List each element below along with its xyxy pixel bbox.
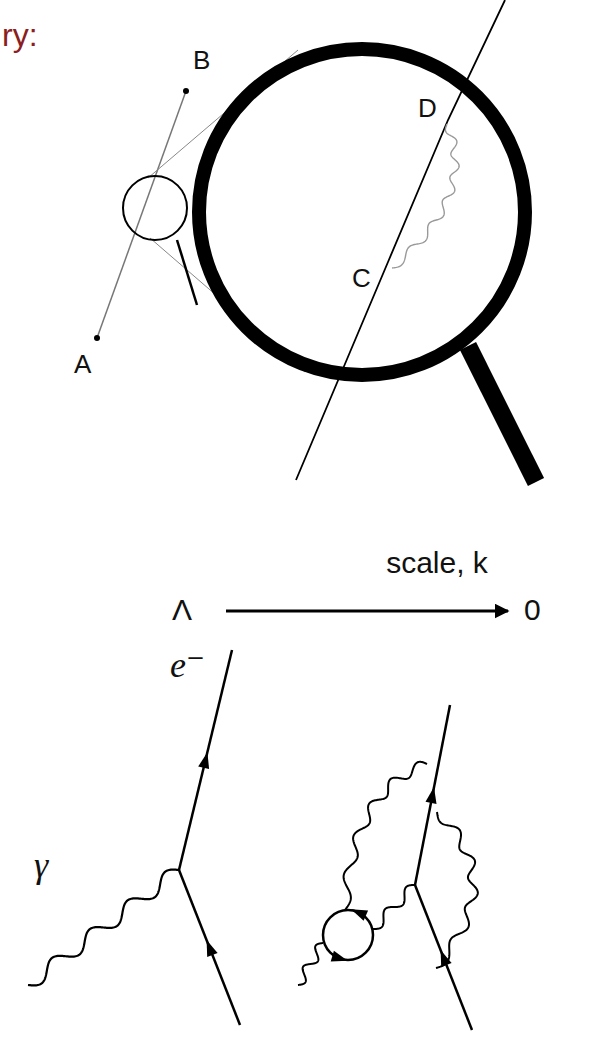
arrowhead (351, 909, 368, 921)
scale-label: scale, k (386, 546, 488, 579)
photon-wave (298, 943, 323, 985)
cutoff-label: Λ (172, 593, 192, 626)
electron-line (415, 885, 472, 1030)
heading-fragment: ry: (2, 18, 38, 53)
fermion-loop (323, 910, 373, 960)
photon-wave (436, 812, 478, 968)
point-label: A (74, 350, 91, 379)
point-dot (94, 335, 100, 341)
particle-label: γ (34, 846, 48, 886)
scale-arrow (226, 610, 508, 613)
path-line (97, 91, 186, 338)
photon-wave (344, 762, 427, 910)
arrowhead (441, 950, 452, 967)
small-handle (177, 240, 197, 305)
particle-label: e⁻ (170, 646, 205, 686)
point-label: D (418, 94, 437, 123)
arrowhead (426, 787, 437, 804)
arrowhead (207, 940, 218, 957)
scale-end-label: 0 (524, 593, 541, 626)
big-lens (199, 49, 525, 375)
arrowhead (198, 752, 209, 769)
photon-wave (28, 870, 179, 986)
magnified-path (296, 0, 505, 480)
big-handle (468, 346, 536, 482)
point-label: B (193, 46, 210, 75)
photon-wave (373, 885, 415, 929)
arrowhead (331, 951, 348, 962)
electron-line (415, 705, 450, 885)
electron-line (179, 870, 240, 1025)
arrowheads (198, 752, 451, 967)
point-label: C (352, 264, 371, 293)
small-lens (123, 176, 187, 240)
photon-wave (392, 124, 459, 268)
point-dot (183, 88, 189, 94)
